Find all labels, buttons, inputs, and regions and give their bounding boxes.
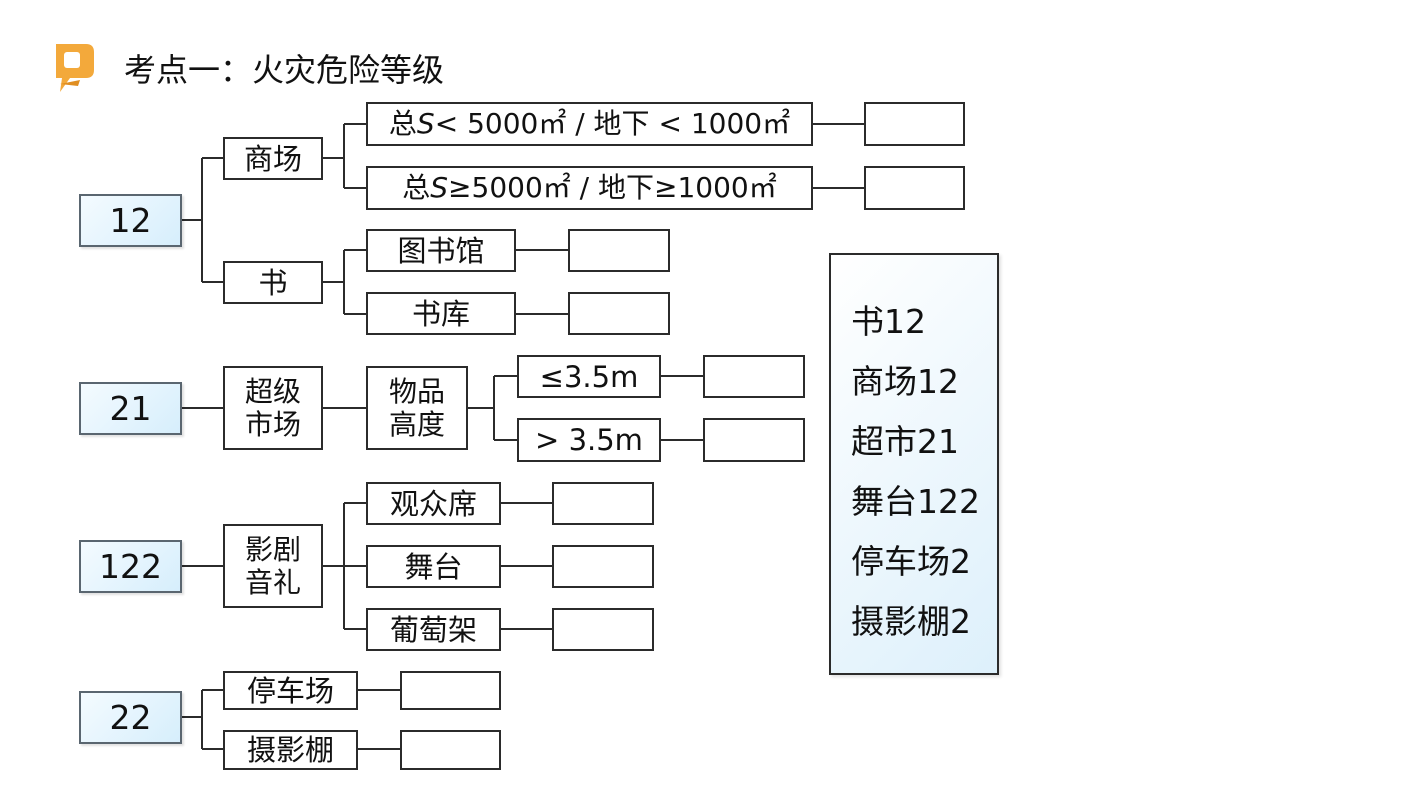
- item-stage: 舞台: [366, 545, 501, 588]
- level-box-22: 22: [79, 691, 182, 744]
- answer-blank-library[interactable]: [568, 229, 670, 272]
- summary-line: 超市21: [851, 422, 959, 461]
- item-library: 图书馆: [366, 229, 516, 272]
- summary-line: 停车场2: [851, 542, 971, 581]
- level-box-21: 21: [79, 382, 182, 435]
- item-book-stack: 书库: [366, 292, 516, 335]
- cond-text: < 5000㎡ / 地下 < 1000㎡: [434, 107, 791, 140]
- answer-blank-photo-studio[interactable]: [400, 730, 501, 770]
- summary-line: 摄影棚2: [851, 602, 971, 641]
- answer-blank-stage[interactable]: [552, 545, 654, 588]
- page-title: 考点一：火灾危险等级: [124, 51, 445, 89]
- answer-blank-grape-trellis[interactable]: [552, 608, 654, 651]
- level-box-122: 122: [79, 540, 182, 593]
- cond-area-symbol: S: [430, 171, 449, 204]
- cond-total-label: 总: [388, 107, 417, 140]
- item-audience-seats: 观众席: [366, 482, 501, 525]
- category-mall: 商场: [223, 137, 323, 180]
- goods-height: 物品高度: [366, 366, 468, 450]
- category-supermarket: 超级市场: [223, 366, 323, 450]
- item-photo-studio: 摄影棚: [223, 730, 358, 770]
- height-gt-3-5m: > 3.5m: [517, 418, 661, 462]
- category-book: 书: [223, 261, 323, 304]
- answer-blank-mall-large[interactable]: [864, 166, 965, 210]
- level-box-12: 12: [79, 194, 182, 247]
- cond-area-symbol: S: [416, 107, 435, 140]
- item-grape-trellis: 葡萄架: [366, 608, 501, 651]
- cond-total-label: 总: [402, 171, 431, 204]
- summary-line: 舞台122: [851, 482, 980, 521]
- item-parking: 停车场: [223, 671, 358, 710]
- answer-blank-audience[interactable]: [552, 482, 654, 525]
- summary-line: 书12: [851, 302, 926, 341]
- answer-blank-parking[interactable]: [400, 671, 501, 710]
- answer-blank-gt-3-5m[interactable]: [703, 418, 805, 462]
- answer-blank-book-stack[interactable]: [568, 292, 670, 335]
- summary-panel: 书12 商场12 超市21 舞台122 停车场2 摄影棚2: [829, 253, 999, 675]
- category-theater: 影剧音礼: [223, 524, 323, 608]
- answer-blank-mall-small[interactable]: [864, 102, 965, 146]
- summary-line: 商场12: [851, 362, 959, 401]
- answer-blank-le-3-5m[interactable]: [703, 355, 805, 398]
- height-le-3-5m: ≤3.5m: [517, 355, 661, 398]
- logo-icon: [50, 40, 98, 96]
- cond-text: ≥5000㎡ / 地下≥1000㎡: [448, 171, 777, 204]
